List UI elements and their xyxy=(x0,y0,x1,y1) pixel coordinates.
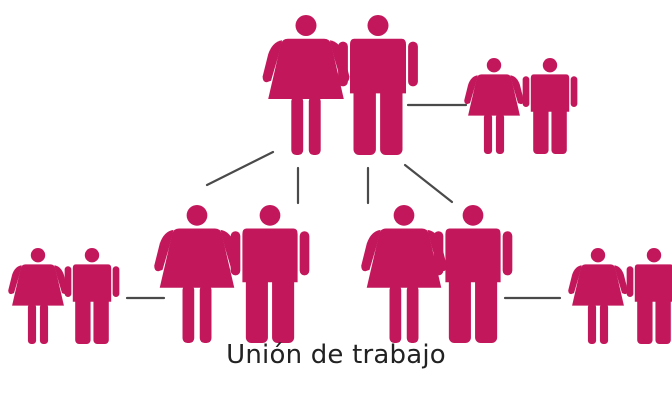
man-icon xyxy=(64,248,120,344)
woman-icon xyxy=(361,205,447,343)
man-icon xyxy=(626,248,672,344)
woman-icon xyxy=(262,15,350,155)
man-icon xyxy=(230,205,310,343)
connector-top-to-right-pair-2 xyxy=(403,163,454,204)
woman-icon xyxy=(568,248,628,344)
connector-top-to-left-pair xyxy=(205,150,275,187)
man-icon xyxy=(338,15,418,155)
woman-icon xyxy=(8,248,68,344)
man-icon xyxy=(433,205,513,343)
diagram-caption: Unión de trabajo xyxy=(226,340,446,370)
woman-icon xyxy=(154,205,240,343)
man-icon xyxy=(522,58,578,154)
woman-icon xyxy=(464,58,524,154)
